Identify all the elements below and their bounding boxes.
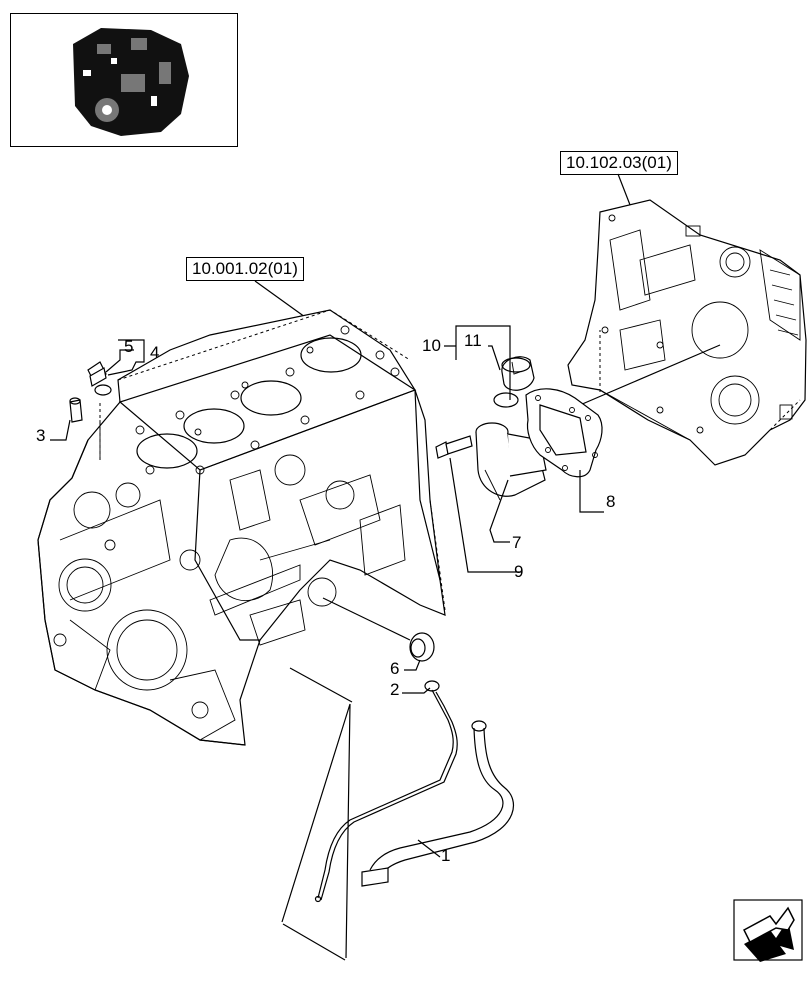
callout-3[interactable]: 3 bbox=[36, 426, 46, 445]
next-page-arrow-icon bbox=[733, 899, 803, 962]
part-9-bolt bbox=[435, 435, 473, 459]
callout-1[interactable]: 1 bbox=[441, 846, 451, 865]
ref-flywheel-housing[interactable]: 10.102.03(01) bbox=[560, 151, 678, 175]
part-1-dipstick-tube bbox=[361, 720, 514, 887]
callout-10[interactable]: 10 bbox=[422, 336, 441, 355]
leader-flywheel-housing bbox=[617, 173, 633, 211]
ref-engine-block[interactable]: 10.001.02(01) bbox=[186, 257, 304, 281]
callout-5[interactable]: 5 bbox=[124, 337, 134, 356]
callout-11[interactable]: 11 bbox=[464, 331, 482, 350]
engine-block-drawing bbox=[37, 309, 446, 746]
engine-thumbnail-frame bbox=[10, 13, 238, 147]
callout-7[interactable]: 7 bbox=[512, 533, 522, 552]
callout-6[interactable]: 6 bbox=[390, 659, 400, 678]
part-11-cap bbox=[501, 356, 535, 391]
part-2-dipstick bbox=[314, 680, 458, 903]
part-5-plug bbox=[87, 361, 107, 387]
flywheel-housing-drawing bbox=[567, 199, 807, 466]
callout-4[interactable]: 4 bbox=[150, 343, 160, 362]
part-8-gasket bbox=[525, 388, 603, 478]
part-3-dowel bbox=[69, 397, 83, 423]
callout-2[interactable]: 2 bbox=[390, 680, 400, 699]
part-4-washer bbox=[94, 384, 112, 396]
engine-thumbnail-icon bbox=[73, 28, 189, 136]
part-10-oring bbox=[493, 392, 519, 408]
callout-9[interactable]: 9 bbox=[514, 562, 524, 581]
callout-8[interactable]: 8 bbox=[606, 492, 616, 511]
part-6-seal bbox=[409, 632, 435, 662]
